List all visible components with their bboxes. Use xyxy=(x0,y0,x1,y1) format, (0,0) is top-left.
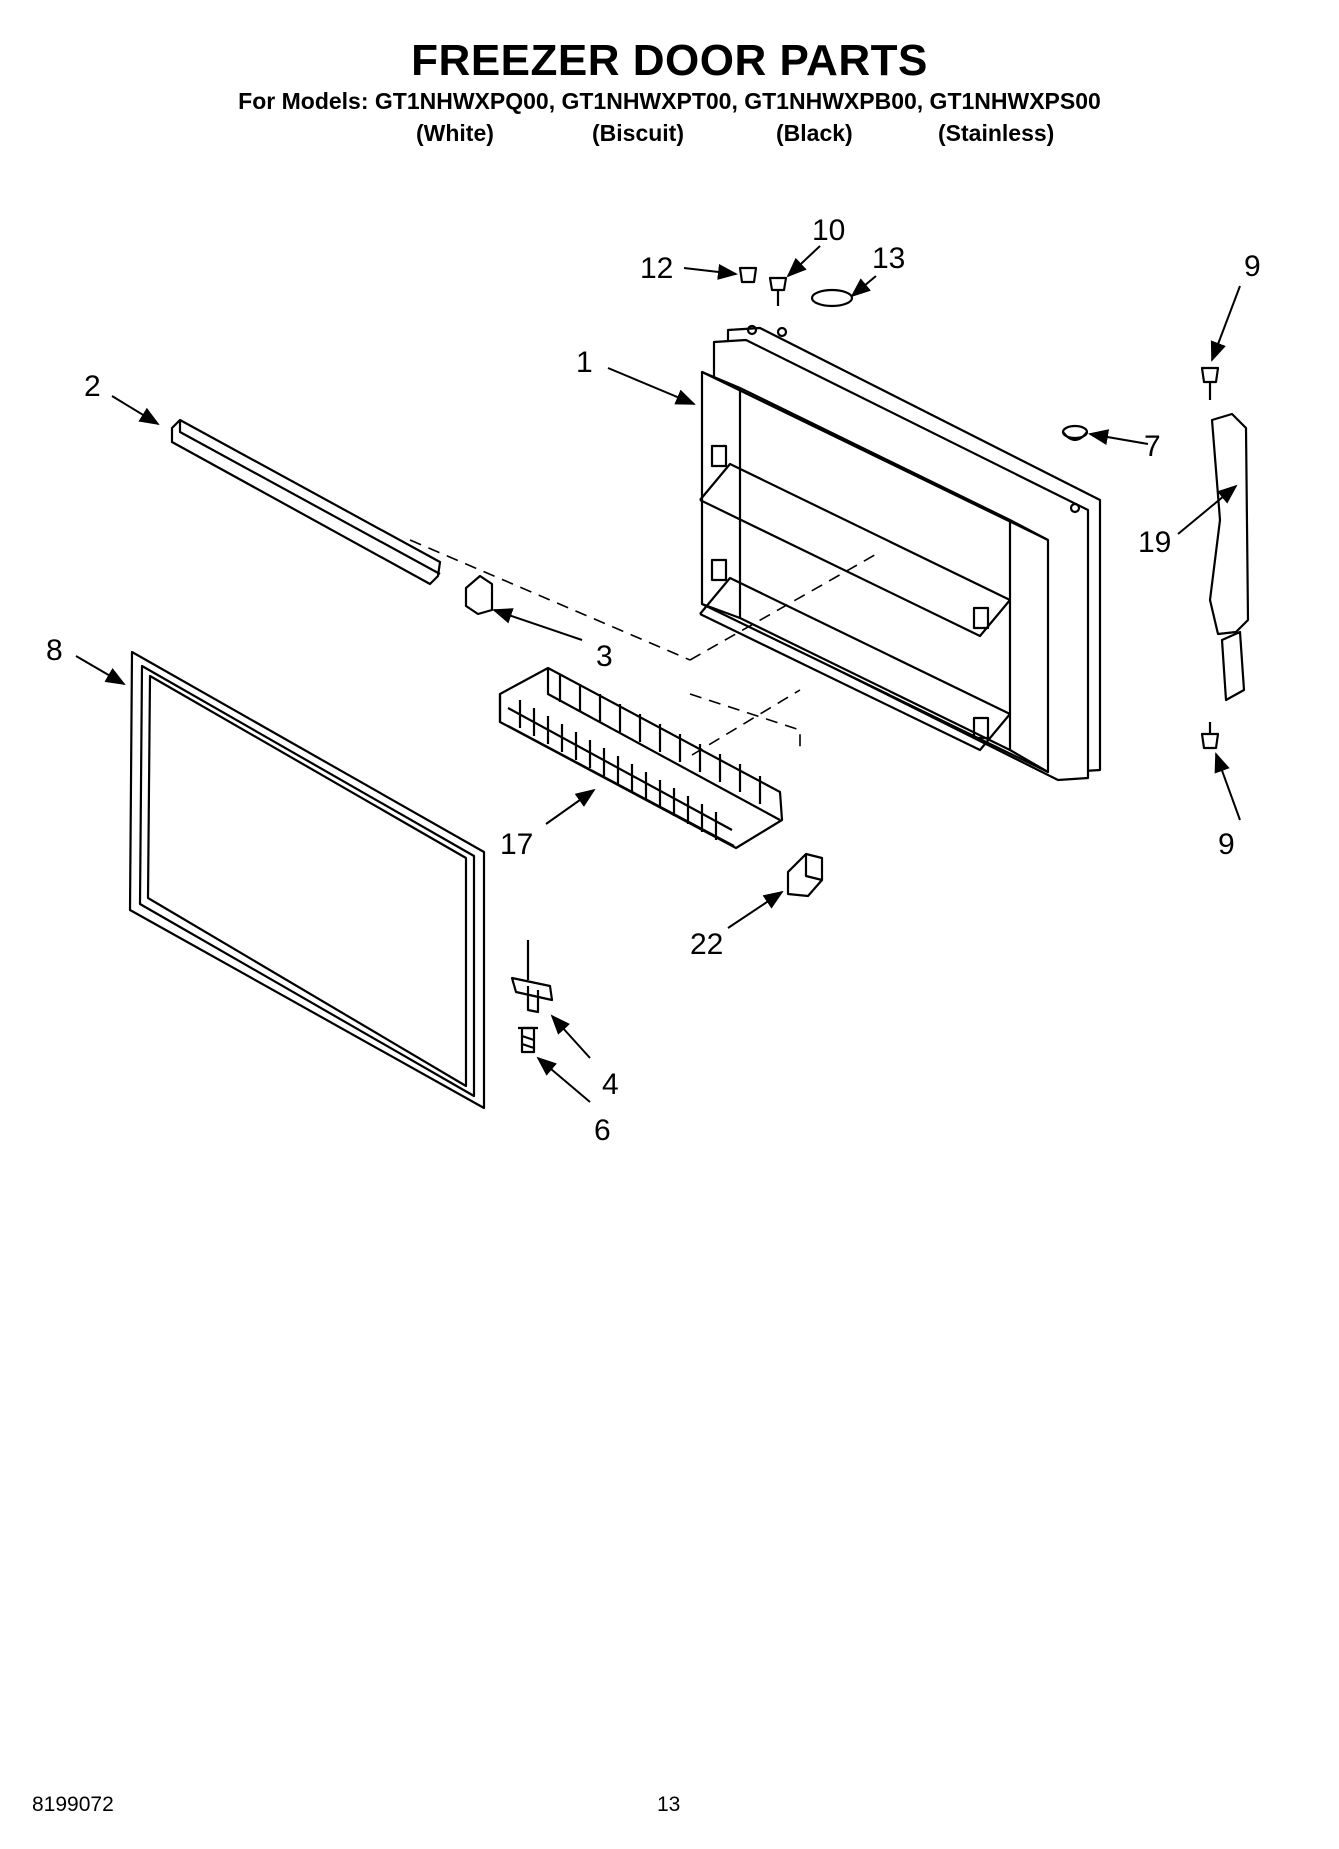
callout-12: 12 xyxy=(640,252,673,285)
document-number: 8199072 xyxy=(32,1793,114,1816)
color-white: (White) xyxy=(416,120,494,146)
alignment-lines xyxy=(409,539,881,756)
retainer-clip-part xyxy=(464,574,494,616)
hinge-plate-part xyxy=(510,940,554,1014)
callout-13: 13 xyxy=(872,242,905,275)
plug-button-part xyxy=(1061,424,1089,442)
callout-22: 22 xyxy=(690,928,723,961)
callout-19: 19 xyxy=(1138,526,1171,559)
models-line: For Models: GT1NHWXPQ00, GT1NHWXPT00, GT… xyxy=(238,88,1101,114)
shim-part xyxy=(810,288,854,308)
callout-8: 8 xyxy=(46,634,63,667)
color-biscuit: (Biscuit) xyxy=(592,120,684,146)
freezer-door-part xyxy=(699,324,1102,782)
color-black: (Black) xyxy=(776,120,853,146)
callout-10: 10 xyxy=(812,214,845,247)
callout-3: 3 xyxy=(596,640,613,673)
color-stainless: (Stainless) xyxy=(938,120,1055,146)
leader-arrows xyxy=(75,245,1241,1103)
door-gasket-part xyxy=(128,650,486,1110)
callout-9-top: 9 xyxy=(1244,250,1261,283)
handle-part xyxy=(1208,412,1250,702)
callout-2: 2 xyxy=(84,370,101,403)
callout-6: 6 xyxy=(594,1114,611,1147)
callout-7: 7 xyxy=(1144,430,1161,463)
callout-1: 1 xyxy=(576,346,593,379)
plug-part xyxy=(738,266,758,284)
hinge-screw-part xyxy=(518,1026,538,1054)
door-rail-part xyxy=(170,418,442,586)
basket-end-cap-part xyxy=(786,852,824,898)
callout-9-bottom: 9 xyxy=(1218,828,1235,861)
callout-4: 4 xyxy=(602,1068,619,1101)
handle-screw-top-part xyxy=(1200,366,1220,400)
screw-part xyxy=(768,276,788,306)
handle-screw-bottom-part xyxy=(1200,722,1220,750)
page-number: 13 xyxy=(657,1793,681,1816)
page-title: FREEZER DOOR PARTS xyxy=(411,36,928,85)
callout-17: 17 xyxy=(500,828,533,861)
wire-basket-part xyxy=(498,666,784,850)
